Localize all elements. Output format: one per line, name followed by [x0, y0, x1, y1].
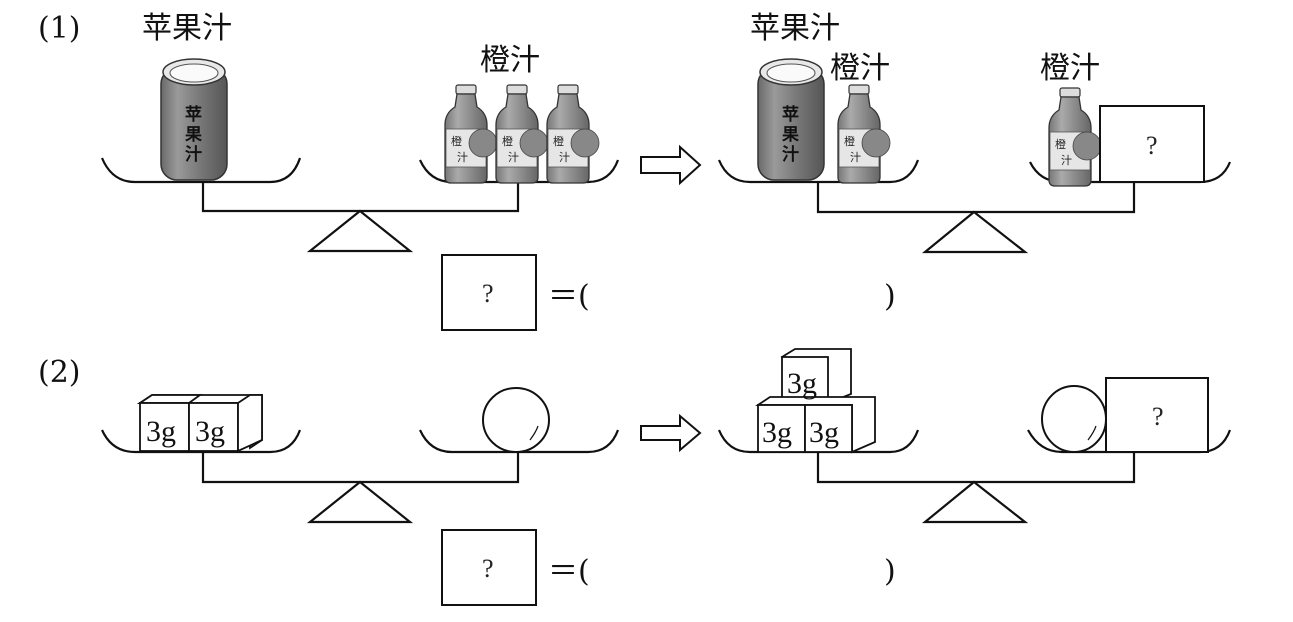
problem-number: (1)	[38, 11, 81, 46]
balance-scale-1-before	[100, 157, 620, 253]
bottle-char: 汁	[508, 151, 519, 164]
can-char: 苹	[782, 104, 799, 125]
problem-number: (2)	[38, 355, 81, 390]
orange-juice-bottle: 橙 汁	[546, 84, 600, 184]
cube-label: 3g	[762, 416, 792, 449]
apple-juice-can: 苹 果 汁	[160, 58, 228, 181]
apple-juice-can: 苹 果 汁	[757, 58, 825, 181]
apple-juice-label: 苹果汁	[750, 11, 840, 46]
unknown-mark: ?	[1152, 402, 1164, 431]
beam	[201, 182, 520, 213]
cube-label: 3g	[809, 416, 839, 449]
fulcrum	[921, 210, 1029, 254]
close-paren: )	[884, 554, 896, 589]
answer-blank[interactable]	[605, 550, 875, 590]
weight-cubes	[137, 394, 263, 453]
close-paren: )	[884, 279, 896, 314]
beam	[816, 182, 1136, 214]
bottle-char: 橙	[844, 134, 855, 148]
apple-juice-label: 苹果汁	[142, 11, 232, 46]
orange-juice-bottle: 橙 汁	[495, 84, 549, 184]
equals-open-paren: ＝(	[548, 279, 590, 314]
cube-label: 3g	[787, 367, 817, 400]
orange-juice-label: 橙汁	[1040, 51, 1100, 86]
can-char: 果	[782, 125, 799, 145]
answer-blank[interactable]	[605, 276, 875, 316]
beam	[201, 452, 520, 484]
unknown-mark: ?	[1146, 131, 1158, 160]
orange-juice-bottle: 橙 汁	[1048, 87, 1102, 187]
fulcrum	[306, 209, 414, 253]
right-arrow-icon	[640, 144, 702, 186]
bottle-char: 汁	[850, 151, 861, 164]
can-char: 苹	[185, 104, 202, 125]
answer-unknown-box	[441, 529, 537, 606]
bottle-char: 橙	[553, 134, 564, 148]
equals-open-paren: ＝(	[548, 554, 590, 589]
orange-juice-bottle: 橙 汁	[444, 84, 498, 184]
ball	[1041, 385, 1107, 453]
fulcrum	[306, 480, 414, 524]
bottle-char: 橙	[1055, 137, 1066, 151]
cube-label: 3g	[195, 415, 225, 448]
fulcrum	[921, 480, 1029, 524]
ball	[482, 387, 550, 453]
bottle-char: 汁	[457, 151, 468, 164]
unknown-weight-box	[1099, 105, 1205, 183]
beam	[816, 452, 1136, 484]
bottle-char: 橙	[502, 134, 513, 148]
bottle-char: 橙	[451, 134, 462, 148]
can-char: 汁	[782, 144, 799, 165]
can-char: 汁	[185, 144, 202, 165]
orange-juice-label: 橙汁	[830, 51, 890, 86]
orange-juice-bottle: 橙 汁	[837, 84, 891, 184]
unknown-mark: ?	[482, 554, 494, 583]
bottle-char: 汁	[559, 151, 570, 164]
right-arrow-icon	[640, 413, 702, 453]
cube-label: 3g	[146, 415, 176, 448]
bottle-char: 汁	[1061, 154, 1072, 167]
answer-unknown-box	[441, 254, 537, 331]
unknown-mark: ?	[482, 279, 494, 308]
orange-juice-label: 橙汁	[480, 43, 540, 78]
weight-cubes	[755, 348, 876, 454]
unknown-weight-box	[1105, 377, 1209, 453]
left-pan	[717, 159, 920, 184]
can-char: 果	[185, 125, 202, 145]
